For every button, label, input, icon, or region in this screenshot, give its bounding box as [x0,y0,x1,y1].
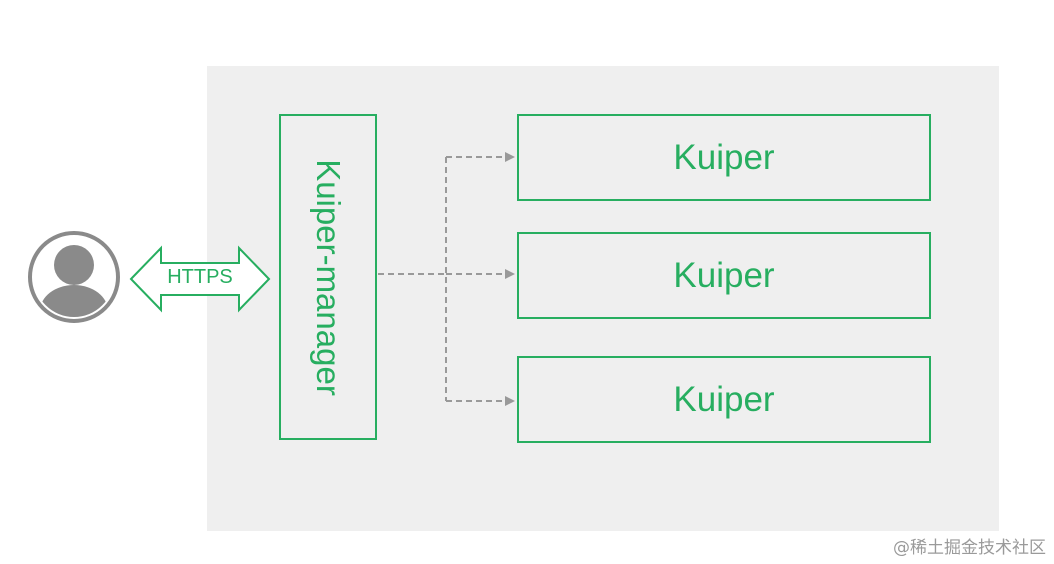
double-arrow-icon [129,245,271,313]
https-label: HTTPS [167,266,233,288]
kuiper-instance-box[interactable]: Kuiper [517,232,931,319]
kuiper-instance-box[interactable]: Kuiper [517,356,931,443]
kuiper-manager-label: Kuiper-manager [309,158,347,396]
deployment-panel [207,66,999,531]
watermark: @稀土掘金技术社区 [893,538,1046,558]
kuiper-instance-label: Kuiper [673,137,775,177]
kuiper-manager-box[interactable]: Kuiper-manager [279,114,377,440]
user-avatar-icon [28,231,120,323]
kuiper-instance-label: Kuiper [673,255,775,295]
kuiper-instance-label: Kuiper [673,379,775,419]
kuiper-instance-box[interactable]: Kuiper [517,114,931,201]
